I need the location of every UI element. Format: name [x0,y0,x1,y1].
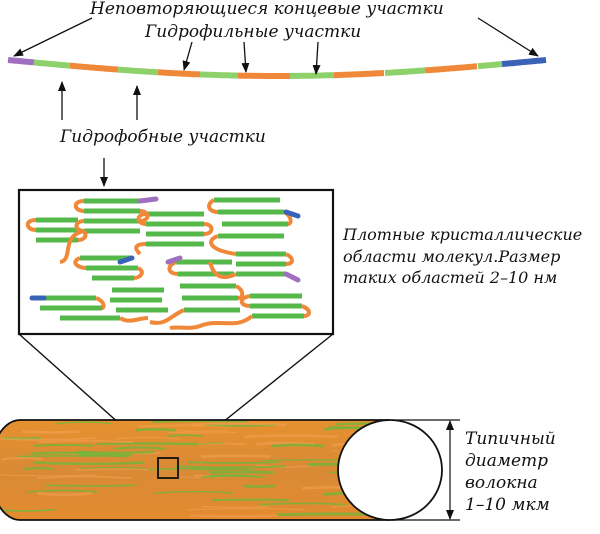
chain-segment [33,59,71,69]
crystal-loop [208,252,294,280]
crystal-loop [169,294,311,330]
diameter-dimension [392,419,460,521]
fiber-streak [189,514,279,518]
fiber-streak [135,427,176,432]
fiber-streak [96,442,198,446]
fiber-streak [186,507,306,511]
crystal-loop [149,260,245,325]
protein-chain [7,57,547,79]
crystal-terminal [137,196,159,204]
label-terminal-regions: Неповторяющиеся концевые участки [90,0,444,19]
crystal-terminal [117,255,135,265]
fiber-cross-section [337,419,443,521]
fiber-streak [202,505,270,508]
crystalline-strands [25,196,311,330]
fiber-streak [209,474,251,478]
fiber-streak [175,465,287,469]
chain-segment [334,70,385,79]
fiber-streak [152,420,248,423]
fiber-streak [177,429,229,432]
fiber-diameter-line-2: диаметр [465,451,549,472]
fiber-streak [38,440,134,444]
label-hydrophobic-regions: Гидрофобные участки [60,127,266,147]
crystalline-line-1: Плотные кристаллические [343,225,583,244]
fiber-streak [17,455,128,458]
chain-segment [384,67,426,76]
arrow-hydrophilic-3 [312,41,321,75]
chain-segment [477,61,503,70]
fiber-streak [0,474,97,477]
label-crystalline-regions: Плотные кристаллические области молекул.… [343,224,582,289]
fiber-streak [211,498,290,502]
fiber-streak [27,489,99,493]
chain-segment [501,57,547,68]
fiber-streak [259,502,347,506]
fiber-streak [243,484,276,488]
arrow-hydrophilic-2 [241,41,250,73]
crystal-loop [59,199,150,264]
fiber-streak [45,484,137,487]
fiber-streak [147,467,254,471]
label-hydrophilic-regions: Гидрофильные участки [145,22,362,42]
fiber-streak [209,470,275,474]
fiber-streak [271,443,325,448]
crystal-terminal [283,271,301,283]
fiber-streak [80,466,147,470]
arrow-hydrophilic-1 [182,41,193,71]
fiber-streak [154,490,235,494]
fiber-streak [23,466,54,471]
fiber-diameter-line-4: 1–10 мкм [465,495,550,516]
chain-segment [424,63,478,74]
chain-segment [289,72,335,79]
fiber-streak [79,453,132,457]
label-fiber-diameter: Типичный диаметр волокна 1–10 мкм [465,428,556,516]
chain-segment [157,69,201,78]
fiber-streak [30,451,91,455]
arrow-terminal-left [13,17,93,57]
chain-segment [69,62,119,73]
fiber-streak [168,431,237,434]
crystal-loop [95,296,149,323]
fiber-streak [37,491,92,497]
fiber-diameter-line-1: Типичный [465,429,556,449]
crystal-terminal [165,255,183,265]
crystalline-line-3: таких областей 2–10 нм [343,268,558,288]
fiber-streak [0,436,97,441]
chain-segment [199,71,239,79]
fiber-streak [167,434,203,437]
fiber-streak [37,475,132,480]
chain-segment [7,57,35,66]
arrow-terminal-right [477,17,539,57]
fiber-streak [1,456,44,461]
fiber-streak [192,422,287,427]
chain-segment [117,66,159,76]
fiber-cylinder [0,419,443,521]
fiber-streak [200,454,271,458]
fiber-streak [113,436,182,440]
fiber-streak [244,434,338,439]
fiber-streak [38,430,70,433]
crystalline-line-2: области молекул.Размер [343,246,561,266]
zoom-source-square [157,457,179,479]
crystal-loop [134,212,214,256]
fiber-diameter-line-3: волокна [465,473,538,494]
pointer-arrows [13,17,539,187]
crystal-terminal [283,209,301,219]
fiber-streak [114,446,166,450]
fiber-streak [33,461,145,465]
fiber-streak [188,461,279,464]
fiber-streak [33,443,94,447]
crystal-loop [73,256,144,280]
fiber-streak [55,421,113,425]
